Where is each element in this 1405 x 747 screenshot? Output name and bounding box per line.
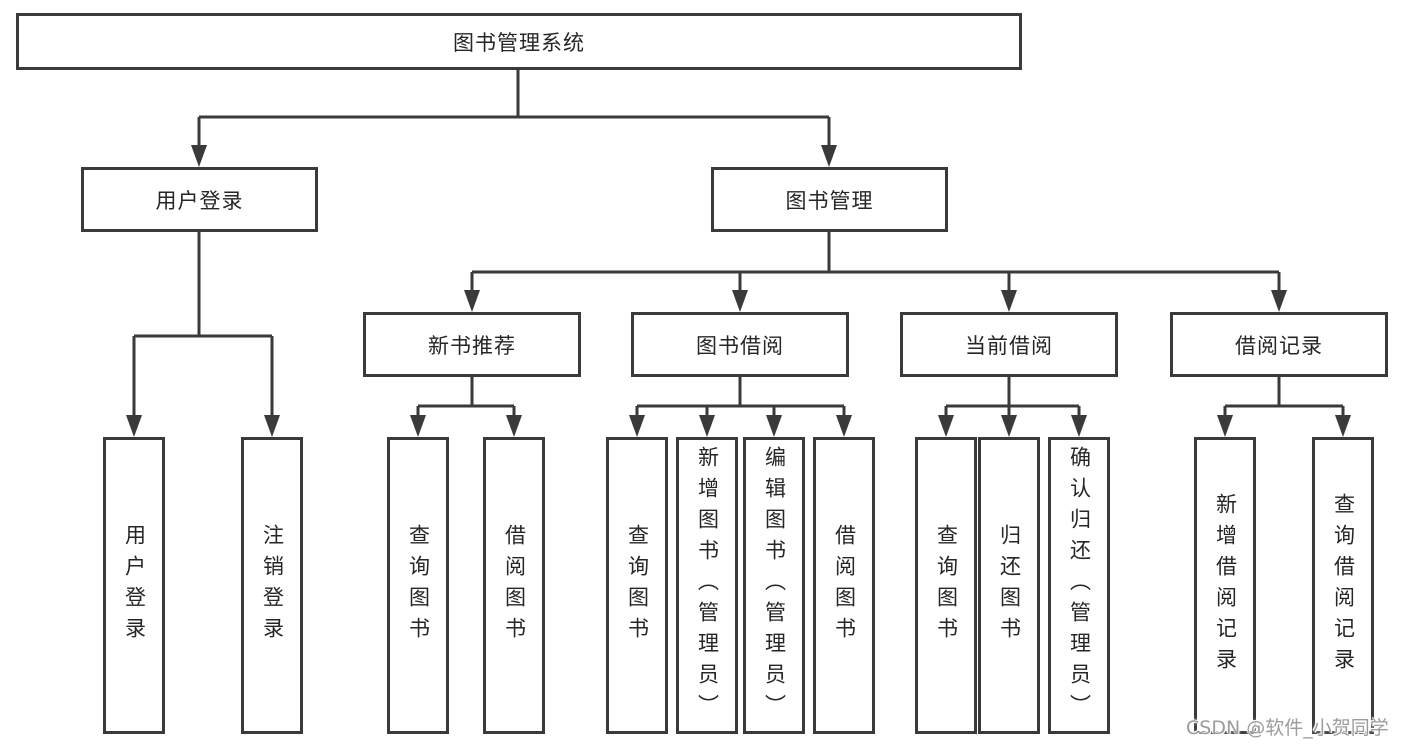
node-library-system: 图书管理系统 [16,13,1022,70]
leaf-add-borrow-record: 新增借阅记录 [1194,437,1256,734]
node-borrow-records-label: 借阅记录 [1235,333,1323,358]
leaf-confirm-return-admin-label: 确认归还（管理员） [1067,446,1092,725]
node-new-book-recommend: 新书推荐 [363,312,581,377]
csdn-watermark: CSDN @软件_小贺同学 [1186,717,1389,739]
leaf-query-borrow-record: 查询借阅记录 [1312,437,1374,734]
leaf-add-books-admin-label: 新增图书（管理员） [695,446,720,725]
node-current-borrow: 当前借阅 [900,312,1118,377]
node-current-borrow-label: 当前借阅 [965,333,1053,358]
node-new-book-recommend-label: 新书推荐 [428,333,516,358]
connector-new-book-children [410,377,522,437]
leaf-borrow-books-label: 借阅图书 [832,523,857,648]
node-user-login: 用户登录 [81,167,318,232]
leaf-edit-books-admin-label: 编辑图书（管理员） [762,446,787,725]
leaf-query-books-borrow: 查询图书 [606,437,668,734]
leaf-return-books: 归还图书 [978,437,1040,734]
leaf-query-borrow-record-label: 查询借阅记录 [1331,492,1356,679]
connector-current-borrow-children [938,377,1087,437]
leaf-borrow-books-recommend-label: 借阅图书 [502,523,527,648]
node-library-system-label: 图书管理系统 [453,30,585,55]
leaf-add-books-admin: 新增图书（管理员） [676,437,738,734]
leaf-logout-label: 注销登录 [260,523,285,648]
node-book-management: 图书管理 [711,167,948,232]
node-book-borrow-label: 图书借阅 [696,333,784,358]
node-user-login-label: 用户登录 [155,188,244,213]
leaf-confirm-return-admin: 确认归还（管理员） [1048,437,1110,734]
leaf-user-login-label: 用户登录 [122,523,147,648]
node-book-management-label: 图书管理 [785,188,874,213]
leaf-borrow-books-recommend: 借阅图书 [483,437,545,734]
connector-book-borrow-children [629,377,852,437]
leaf-query-books-recommend: 查询图书 [387,437,449,734]
leaf-query-books-current-label: 查询图书 [934,523,959,648]
node-borrow-records: 借阅记录 [1170,312,1388,377]
connector-user-login-children [126,232,280,437]
leaf-return-books-label: 归还图书 [997,523,1022,648]
leaf-user-login: 用户登录 [103,437,165,734]
leaf-logout: 注销登录 [241,437,303,734]
node-book-borrow: 图书借阅 [631,312,849,377]
leaf-query-books-borrow-label: 查询图书 [625,523,650,648]
leaf-query-books-current: 查询图书 [915,437,977,734]
leaf-add-borrow-record-label: 新增借阅记录 [1213,492,1238,679]
connector-root-to-level2 [191,69,837,167]
leaf-query-books-recommend-label: 查询图书 [406,523,431,648]
connector-book-management-children [464,232,1287,312]
leaf-borrow-books: 借阅图书 [813,437,875,734]
leaf-edit-books-admin: 编辑图书（管理员） [743,437,805,734]
connector-borrow-records-children [1217,377,1351,437]
